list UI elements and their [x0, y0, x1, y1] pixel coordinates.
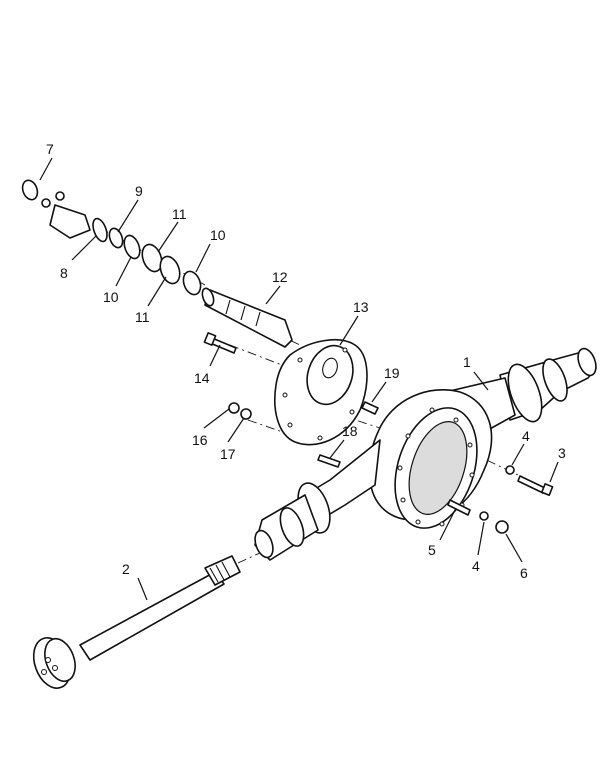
axle-housing	[254, 347, 597, 561]
callout-14: 14	[194, 370, 210, 386]
bearing-set	[92, 217, 202, 296]
callout-10b: 10	[210, 227, 226, 243]
callout-19: 19	[384, 365, 400, 381]
callout-18: 18	[342, 423, 358, 439]
callout-2: 2	[122, 561, 130, 577]
callout-11b: 11	[135, 309, 150, 325]
callout-17: 17	[220, 446, 236, 462]
axle-shaft	[32, 555, 241, 689]
callout-1: 1	[463, 354, 471, 370]
callout-4b: 4	[472, 558, 480, 574]
callout-12: 12	[272, 269, 288, 285]
callouts: 1 2 3 4 4 5 6 7 8 9 10 10 11 11 12 13 14…	[46, 141, 566, 581]
callout-10a: 10	[103, 289, 119, 305]
pinion-shaft	[201, 287, 293, 348]
callout-4a: 4	[522, 428, 530, 444]
callout-6: 6	[520, 565, 528, 581]
carrier-cover	[274, 339, 368, 446]
callout-13: 13	[353, 299, 369, 315]
callout-5: 5	[428, 542, 436, 558]
callout-16: 16	[192, 432, 208, 448]
callout-9: 9	[135, 183, 143, 199]
fasteners	[203, 332, 554, 534]
yoke-flange	[21, 179, 91, 239]
leader-lines	[39, 157, 559, 601]
callout-7: 7	[46, 141, 54, 157]
callout-8: 8	[60, 265, 68, 281]
callout-11a: 11	[172, 206, 187, 222]
callout-3: 3	[558, 445, 566, 461]
